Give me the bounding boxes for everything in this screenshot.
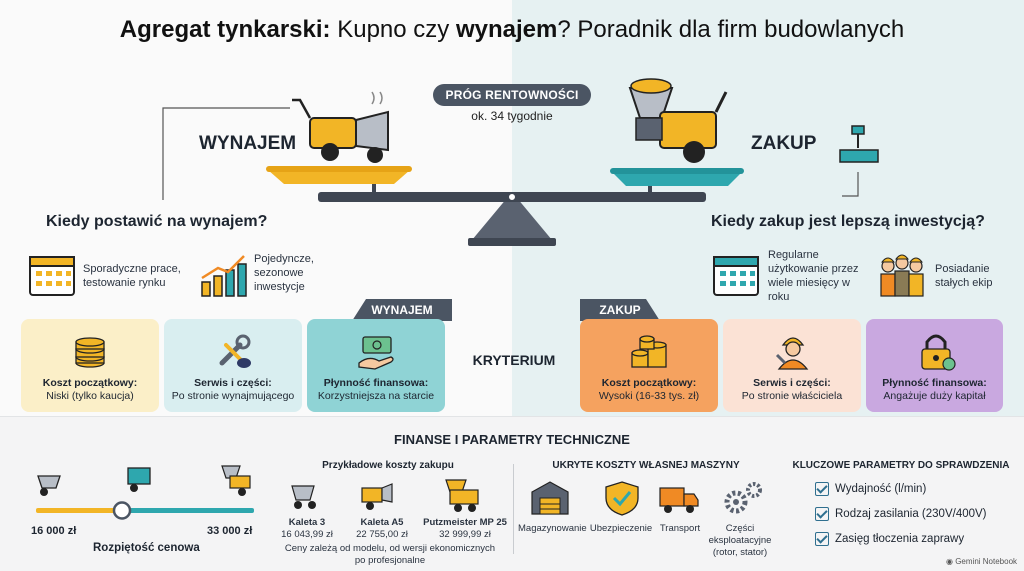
shield-icon: [605, 481, 639, 516]
wrench-screwdriver-icon: [219, 334, 251, 368]
buy-reason-2: Posiadanie stałych ekip: [935, 263, 993, 289]
range-max: 33 000 zł: [207, 525, 253, 537]
coins-stack-icon: [631, 335, 667, 368]
rent-heading: Kiedy postawić na wynajem?: [46, 213, 268, 230]
param-2: Rodzaj zasilania (230V/400V): [815, 507, 987, 521]
price-range-illustration: [36, 465, 254, 520]
finance-background: [0, 416, 1024, 571]
wheelbarrow-icon: [37, 475, 61, 496]
params-title: KLUCZOWE PARAMETRY DO SPRAWDZENIA: [792, 460, 1010, 471]
buy-card-cost: Koszt początkowy:Wysoki (16-33 tys. zł): [580, 319, 718, 412]
buy-card-liquidity: Płynność finansowa:Angażuje duży kapitał: [866, 319, 1003, 412]
rental-mixer-icon: [292, 91, 389, 163]
buy-tab: ZAKUP: [580, 299, 660, 321]
hidden-cost-4: Części eksploatacyjne (rotor, stator): [708, 523, 772, 558]
check-icon: [815, 532, 829, 546]
breakeven-value: ok. 34 tygodnie: [471, 109, 553, 123]
range-min: 16 000 zł: [31, 525, 77, 537]
hidden-costs-icons: [531, 481, 762, 516]
hidden-cost-3: Transport: [659, 523, 701, 534]
buy-card-service: Serwis i części:Po stronie właściciela: [723, 319, 861, 412]
purchase-machine-icon: [628, 78, 728, 163]
example-machines: [291, 479, 479, 512]
growth-chart-icon: [201, 255, 247, 297]
workers-team-icon: [880, 254, 924, 297]
calendar-icon: [29, 256, 75, 296]
param-1: Wydajność (l/min): [815, 482, 926, 496]
examples-note: Ceny zależą od modelu, od wersji ekonomi…: [284, 543, 496, 566]
scale-illustration: [162, 78, 879, 246]
rent-reason-1: Sporadyczne prace, testowanie rynku: [83, 263, 181, 289]
coins-icon: [75, 337, 105, 368]
breakeven-badge: PRÓG RENTOWNOŚCI: [433, 84, 591, 106]
kaleta-a5-icon: [361, 483, 393, 510]
worker-icon: [775, 337, 809, 370]
rent-card-service: Serwis i części:Po stronie wynajmującego: [164, 319, 302, 412]
check-icon: [815, 507, 829, 521]
calendar-icon: [713, 256, 759, 296]
divider: [513, 464, 514, 554]
hidden-cost-1: Magazynowanie: [518, 523, 587, 534]
money-hand-icon: [358, 336, 394, 370]
putzmeister-icon: [445, 479, 479, 512]
buy-side-label: ZAKUP: [751, 133, 817, 154]
hidden-costs-title: UKRYTE KOSZTY WŁASNEJ MASZYNY: [552, 460, 740, 471]
kaleta-3-icon: [291, 485, 316, 509]
notebook-badge: ◉ Gemini Notebook: [946, 557, 1018, 566]
buy-heading: Kiedy zakup jest lepszą inwestycją?: [711, 213, 985, 230]
rent-card-liquidity: Płynność finansowa:Korzystniejsza na sta…: [307, 319, 445, 412]
truck-icon: [659, 487, 699, 513]
check-icon: [815, 482, 829, 496]
rent-tab: WYNAJEM: [352, 299, 452, 321]
rent-reason-2: Pojedyncze, sezonowe inwestycje: [254, 253, 314, 293]
buy-reason-1: Regularne użytkowanie przez wiele miesię…: [768, 249, 859, 303]
param-3: Zasięg tłoczenia zaprawy: [815, 532, 964, 546]
padlock-money-icon: [921, 334, 956, 371]
rent-card-cost: Koszt początkowy:Niski (tylko kaucja): [21, 319, 159, 412]
rent-side-label: WYNAJEM: [199, 133, 297, 154]
gears-icon: [724, 482, 762, 514]
plastering-machine-icon: [221, 465, 251, 496]
hidden-cost-2: Ubezpieczenie: [589, 523, 653, 534]
criterion-label: KRYTERIUM: [472, 352, 556, 368]
mixer-icon: [127, 467, 151, 492]
warehouse-icon: [531, 481, 569, 515]
range-label: Rozpiętość cenowa: [93, 542, 200, 554]
finance-title: FINANSE I PARAMETRY TECHNICZNE: [394, 432, 630, 447]
level-icon: [839, 125, 879, 163]
page-title: Agregat tynkarski: Kupno czy wynajem? Po…: [119, 16, 905, 43]
examples-title: Przykładowe koszty zakupu: [322, 460, 454, 471]
